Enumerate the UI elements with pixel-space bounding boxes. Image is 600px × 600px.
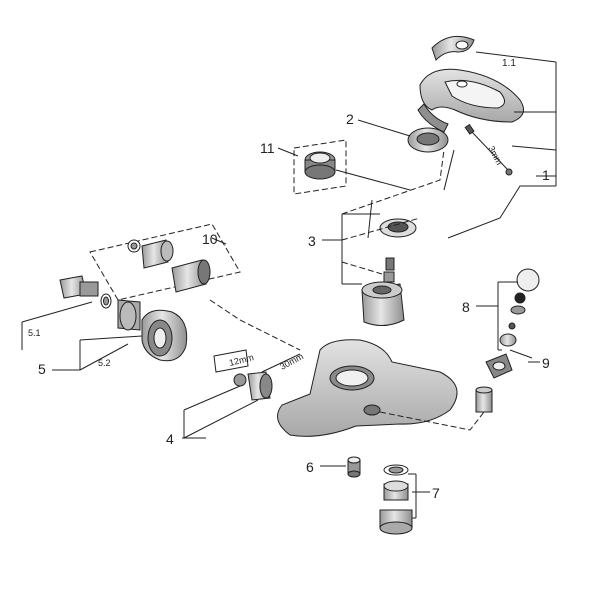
leader-lines (21, 51, 557, 519)
aerator-part-7 (379, 464, 413, 535)
label-4: 4 (166, 431, 174, 447)
cap-part-11 (293, 139, 347, 195)
s-union-part-5 (59, 275, 188, 362)
label-12mm: 12mm (228, 352, 255, 368)
check-valve-part-10 (89, 223, 241, 301)
label-6: 6 (306, 459, 314, 475)
fixing-rod-part (367, 149, 455, 239)
nut-part-6 (347, 456, 361, 478)
diverter-part-8 (499, 268, 540, 347)
label-5-1: 5.1 (28, 328, 41, 338)
mixer-body-part (277, 339, 458, 437)
label-5-2: 5.2 (98, 358, 111, 368)
diverter-knob-part-9 (475, 353, 513, 413)
cartridge-part-3 (361, 218, 417, 326)
label-2: 2 (346, 111, 354, 127)
label-30mm: 30mm (278, 351, 305, 372)
label-5: 5 (38, 361, 46, 377)
label-3mm: 3mm (486, 144, 504, 166)
lever-cap-part (431, 35, 475, 61)
label-10: 10 (202, 231, 218, 247)
label-1: 1 (542, 167, 550, 183)
label-9: 9 (542, 355, 550, 371)
lever-handle-part (417, 68, 525, 133)
label-8: 8 (462, 299, 470, 315)
connection-set-part-4 (213, 349, 301, 401)
label-3: 3 (308, 233, 316, 249)
label-1-1: 1.1 (502, 58, 516, 69)
label-7: 7 (432, 485, 440, 501)
ring-part-2 (407, 127, 449, 153)
hex-key-3mm-part (464, 123, 513, 176)
label-11: 11 (260, 140, 275, 156)
